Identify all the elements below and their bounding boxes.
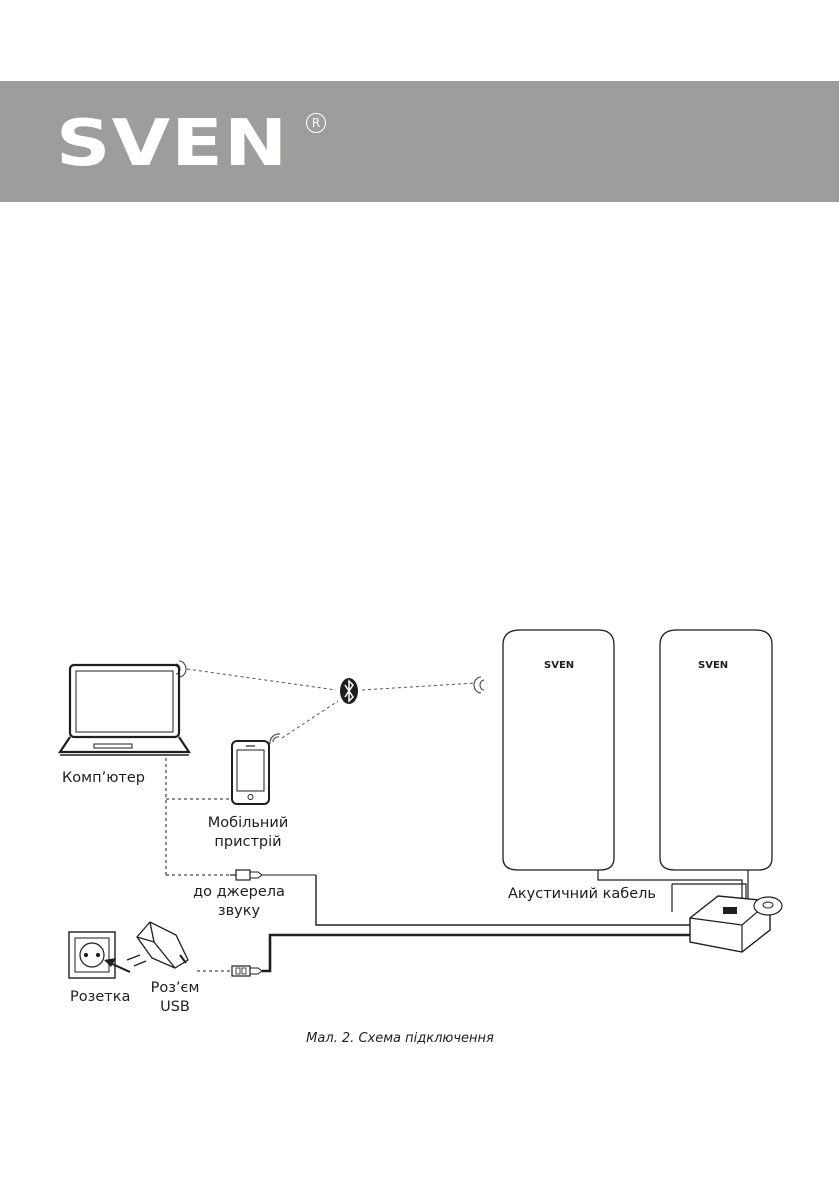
usb-plug-icon [231, 965, 263, 977]
bluetooth-links [186, 668, 477, 739]
power-adapter-icon [126, 921, 189, 969]
usb-connector-label: Роз’єм USB [150, 980, 200, 1015]
bluetooth-icon [340, 678, 358, 704]
registered-trademark-icon: R [306, 113, 326, 133]
audio-source-label: до джерела звуку [193, 884, 285, 919]
laptop-icon [57, 663, 192, 756]
socket-label: Розетка [70, 989, 131, 1005]
audio-jack-icon [230, 869, 316, 881]
right-speaker-logo: SVEN [698, 660, 728, 671]
control-box-icon [689, 895, 783, 953]
mobile-device-label: Мобільний пристрій [207, 815, 289, 850]
sven-logo: SVEN [56, 107, 289, 181]
speaker-cable-label: Акустичний кабель [508, 886, 656, 902]
figure-caption: Мал. 2. Схема підключення [306, 1031, 494, 1046]
left-speaker-logo: SVEN [544, 660, 574, 671]
wifi-signal-icon [175, 660, 485, 745]
smartphone-icon [231, 740, 270, 805]
right-speaker [659, 629, 773, 871]
power-socket-icon [68, 931, 116, 979]
header-band [0, 81, 839, 202]
plug-in-arrow-icon [104, 958, 131, 973]
connection-diagram: SVEN SVEN [57, 629, 783, 979]
left-speaker [502, 629, 615, 871]
computer-label: Комп’ютер [62, 770, 145, 786]
